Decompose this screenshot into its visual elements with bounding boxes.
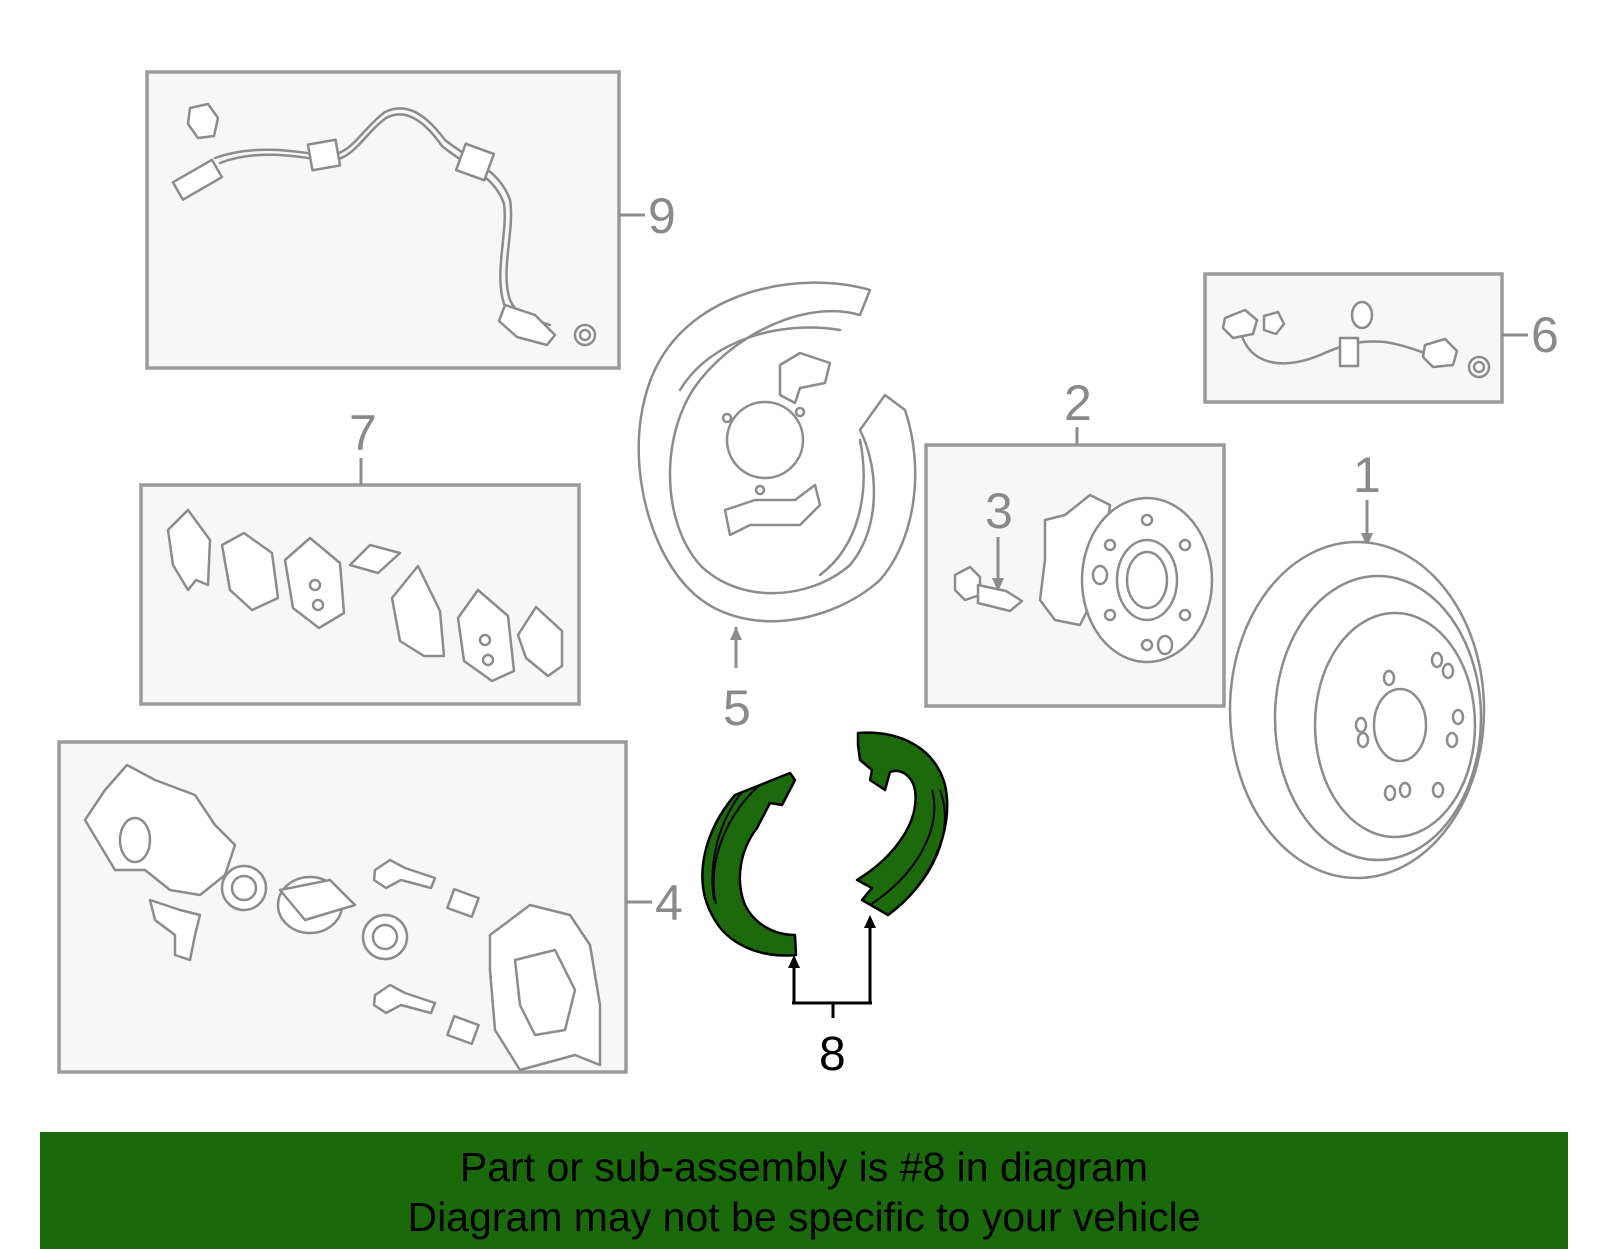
banner-line-2: Diagram may not be specific to your vehi… xyxy=(407,1194,1201,1240)
part-6-box xyxy=(1203,272,1504,404)
callout-9: 9 xyxy=(648,188,676,244)
brake-shoe-right-icon xyxy=(855,731,949,917)
part-2-group[interactable]: 2 xyxy=(924,375,1226,708)
part-8-arrowhead-right xyxy=(864,915,876,928)
part-8-arrowhead-left xyxy=(788,955,800,968)
callout-6: 6 xyxy=(1531,307,1559,363)
wheel-bolt-icon xyxy=(953,565,1024,613)
part-1-group[interactable]: 1 xyxy=(1228,447,1486,880)
abs-sensor-wire-icon xyxy=(171,102,597,347)
callout-2: 2 xyxy=(1064,375,1092,431)
part-3-group[interactable]: 3 xyxy=(953,483,1024,613)
part-9-group[interactable]: 9 xyxy=(145,70,676,370)
info-banner: Part or sub-assembly is #8 in diagram Di… xyxy=(40,1132,1568,1249)
part-5-arrowhead xyxy=(730,627,742,640)
callout-8: 8 xyxy=(819,1028,846,1081)
part-3-arrowhead xyxy=(992,578,1004,592)
brake-shoe-left-icon xyxy=(701,771,798,957)
callout-3: 3 xyxy=(985,483,1013,539)
brake-pads-icon xyxy=(166,508,564,683)
callout-4: 4 xyxy=(655,875,683,931)
banner-line-1: Part or sub-assembly is #8 in diagram xyxy=(459,1144,1149,1190)
part-1-arrowhead xyxy=(1361,533,1373,547)
callout-7: 7 xyxy=(349,405,377,461)
backing-plate-icon xyxy=(637,281,917,623)
hub-bearing-icon xyxy=(1038,493,1214,664)
part-7-group[interactable]: 7 xyxy=(139,405,581,706)
part-4-group[interactable]: 4 xyxy=(57,740,683,1074)
callout-5: 5 xyxy=(723,680,751,736)
part-5-group[interactable]: 5 xyxy=(637,281,917,736)
caliper-assembly-icon xyxy=(83,763,602,1072)
abs-sensor-wire-icon xyxy=(1221,300,1491,379)
part-6-group[interactable]: 6 xyxy=(1203,272,1559,404)
brake-rotor-icon xyxy=(1228,540,1486,880)
callout-1: 1 xyxy=(1353,447,1381,503)
part-8-group[interactable]: 8 xyxy=(701,731,949,1081)
